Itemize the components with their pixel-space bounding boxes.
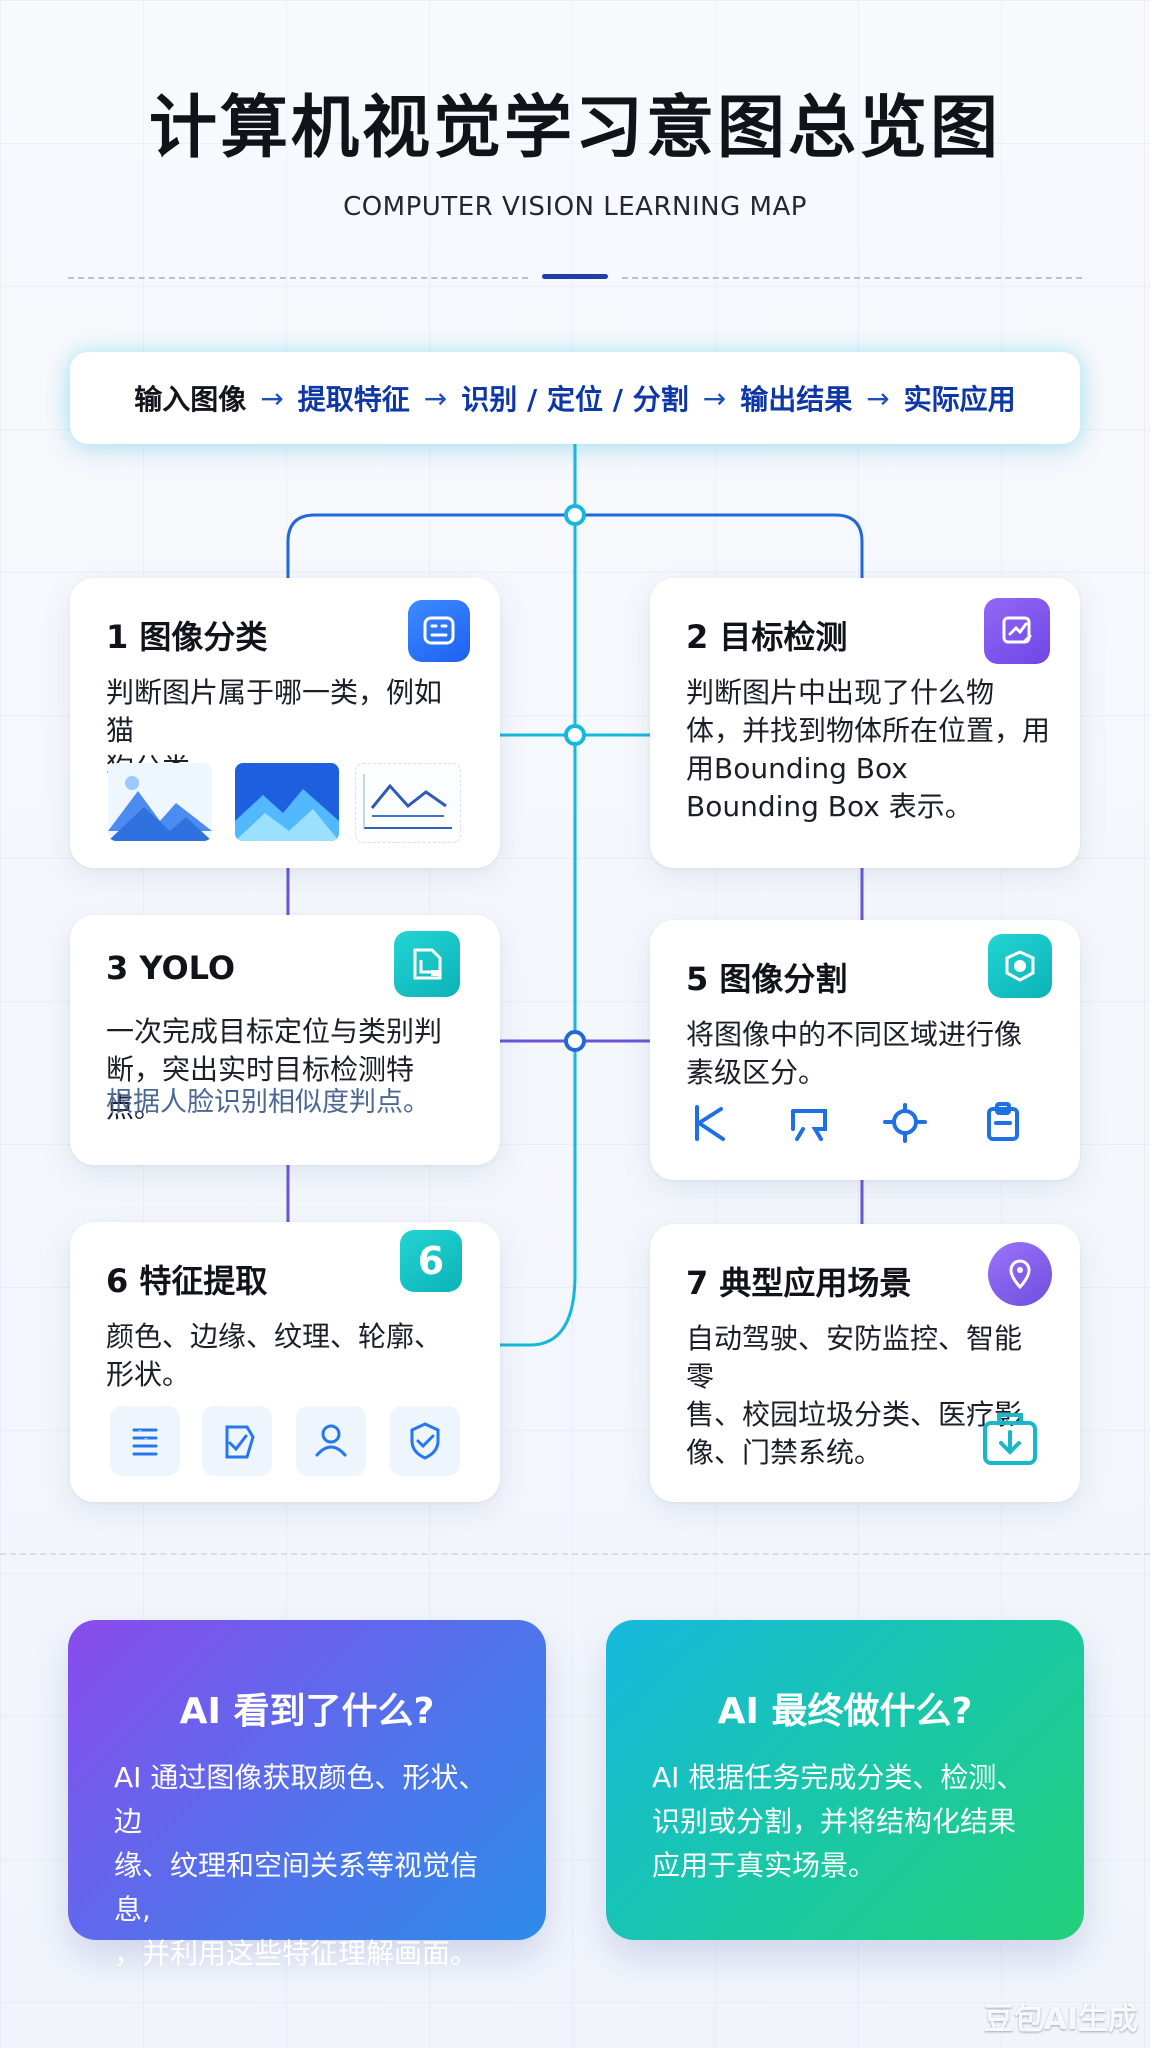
ai-does-title: AI 最终做什么? xyxy=(717,1691,973,1732)
map-pin-icon xyxy=(1009,1259,1031,1290)
pipeline-arrow: → xyxy=(866,381,890,415)
user-icon xyxy=(296,1406,366,1476)
segmentation-icon xyxy=(988,934,1052,998)
yolo-description: 一次完成目标定位与类别判 断，突出实时目标检测特点。 xyxy=(106,1015,443,1124)
dark-mountain-thumbnail xyxy=(235,763,339,841)
lasso-icon xyxy=(684,1096,738,1150)
typical-applications-card: 7 典型应用场景 自动驾驶、安防监控、智能零 售、校园垃圾分类、医疗影 像、门禁… xyxy=(650,1224,1080,1502)
mountain-landscape-thumbnail xyxy=(108,763,212,841)
page-subtitle: COMPUTER VISION LEARNING MAP xyxy=(343,192,807,222)
page-title: 计算机视觉学习意图总览图 xyxy=(148,89,1001,168)
yolo-card: 3 YOLO 一次完成目标定位与类别判 断，突出实时目标检测特点。 根据人脸识别… xyxy=(70,915,500,1165)
connector-node xyxy=(564,504,586,526)
yolo-title: 3 YOLO xyxy=(106,949,236,987)
classification-face-icon xyxy=(423,616,455,645)
shape-select-icon xyxy=(782,1096,836,1150)
title-divider-right xyxy=(622,277,1082,279)
pipeline-arrow: → xyxy=(702,381,727,415)
connector-node xyxy=(564,724,586,746)
ai-sees-summary-card: AI 看到了什么? AI 通过图像获取颜色、形状、边 缘、纹理和空间关系等视觉信… xyxy=(68,1620,546,1970)
node-select-icon xyxy=(878,1096,932,1150)
typical-applications-title: 7 典型应用场景 xyxy=(686,1264,912,1302)
pipeline-step-recognition: 识别 / 定位 / 分割 xyxy=(461,383,689,416)
ai-sees-title: AI 看到了什么? xyxy=(179,1691,435,1732)
pipeline-arrow: → xyxy=(260,381,284,415)
workflow-pipeline: 输入图像 → 提取特征 → 识别 / 定位 / 分割 → 输出结果 → 实际应用 xyxy=(70,352,1080,444)
connector-node xyxy=(564,1030,586,1052)
yolo-icon xyxy=(394,931,460,997)
shield-icon xyxy=(390,1406,460,1476)
image-classification-icon xyxy=(408,600,470,662)
yolo-document-icon xyxy=(413,948,442,980)
detection-box-icon xyxy=(1002,616,1032,644)
feature-extraction-title: 6 特征提取 xyxy=(106,1262,268,1300)
feature-number-badge: 6 xyxy=(400,1230,462,1292)
main-vertical-connector xyxy=(500,444,577,1347)
pipeline-arrow: → xyxy=(423,381,448,415)
checked-shape-icon xyxy=(202,1406,272,1476)
location-icon xyxy=(988,1242,1052,1306)
lines-icon xyxy=(110,1406,180,1476)
target-detection-card: 2 目标检测 判断图片中出现了什么物 体，并找到物体所在位置，用 用Boundi… xyxy=(650,578,1080,868)
image-segmentation-card: 5 图像分割 将图像中的不同区域进行像 素级区分。 xyxy=(650,920,1080,1180)
image-segmentation-title: 5 图像分割 xyxy=(686,960,848,998)
ai-sees-body: AI 通过图像获取颜色、形状、边 缘、纹理和空间关系等视觉信息, ，并利用这些特… xyxy=(114,1761,487,1970)
title-accent-line xyxy=(542,274,608,279)
segmentation-shape-icon xyxy=(1005,950,1035,982)
section-divider xyxy=(0,1553,1150,1555)
line-chart-thumbnail xyxy=(355,763,461,843)
download-box-icon xyxy=(974,1402,1046,1474)
target-detection-title: 2 目标检测 xyxy=(686,618,848,656)
feature-extraction-description: 颜色、边缘、纹理、轮廓、 形状。 xyxy=(106,1320,443,1391)
feature-extraction-card: 6 特征提取 6 颜色、边缘、纹理、轮廓、 形状。 xyxy=(70,1222,500,1502)
target-detection-description: 判断图片中出现了什么物 体，并找到物体所在位置，用 用Bounding Box … xyxy=(686,676,1051,823)
top-branch-connector xyxy=(286,513,864,578)
target-detection-icon xyxy=(984,598,1050,664)
image-classification-title: 1 图像分类 xyxy=(106,618,268,656)
clipboard-icon xyxy=(976,1096,1030,1150)
feature-number: 6 xyxy=(417,1239,445,1283)
title-divider-left xyxy=(68,277,528,279)
pipeline-step-features: 提取特征 xyxy=(297,383,410,416)
ai-does-body: AI 根据任务完成分类、检测、 识别或分割，并将结构化结果 应用于真实场景。 xyxy=(652,1761,1025,1882)
pipeline-step-input: 输入图像 xyxy=(134,383,247,416)
typical-applications-description: 自动驾驶、安防监控、智能零 售、校园垃圾分类、医疗影 像、门禁系统。 xyxy=(686,1322,1023,1469)
image-segmentation-description: 将图像中的不同区域进行像 素级区分。 xyxy=(686,1018,1023,1089)
pipeline-step-application: 实际应用 xyxy=(903,383,1016,416)
ai-does-summary-card: AI 最终做什么? AI 根据任务完成分类、检测、 识别或分割，并将结构化结果 … xyxy=(606,1620,1084,1940)
image-classification-card: 1 图像分类 判断图片属于哪一类，例如猫 狗分类。 xyxy=(70,578,500,868)
pipeline-step-output: 输出结果 xyxy=(740,383,853,416)
yolo-note: 根据人脸识别相似度判点。 xyxy=(106,1087,430,1118)
ai-watermark: 豆包AI生成 xyxy=(983,2002,1138,2037)
